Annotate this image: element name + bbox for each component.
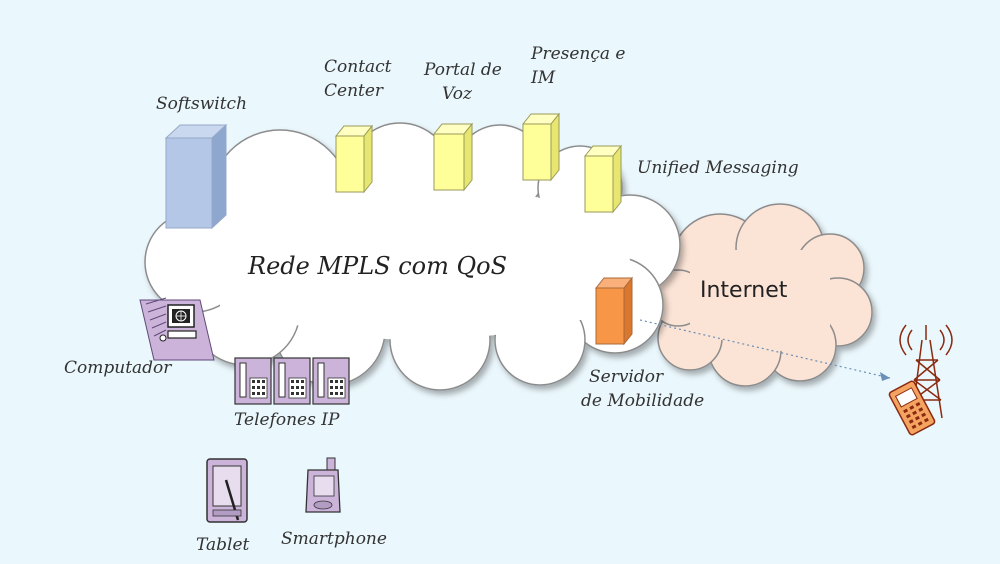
internet-label: Internet xyxy=(700,278,788,303)
contact-center-server xyxy=(334,124,374,194)
contact-center-label: Contact Center xyxy=(324,55,392,103)
contact-center-label-line-2: Center xyxy=(324,81,384,101)
presenca-im-label: Presença e IM xyxy=(531,42,625,90)
tablet-label: Tablet xyxy=(196,535,250,555)
smartphone-icon xyxy=(305,457,341,513)
servidor-label-line-2: de Mobilidade xyxy=(581,391,705,411)
mobile-link-arrow xyxy=(880,372,890,381)
contact-center-label-line-1: Contact xyxy=(324,57,392,77)
portal-de-voz-server xyxy=(432,122,474,192)
tablet-icon xyxy=(206,458,248,523)
computador-label: Computador xyxy=(64,358,172,378)
ip-phone-icon xyxy=(273,357,311,405)
ip-phone-icon xyxy=(234,357,272,405)
unified-messaging-server xyxy=(583,144,623,214)
telefones-ip-label: Telefones IP xyxy=(234,410,340,430)
ip-phone-icon xyxy=(312,357,350,405)
unified-messaging-label: Unified Messaging xyxy=(637,158,799,178)
portal-de-voz-label: Portal de Voz xyxy=(424,58,502,106)
portal-de-voz-label-line-1: Portal de xyxy=(424,60,502,80)
mpls-network-label: Rede MPLS com QoS xyxy=(248,252,508,280)
servidor-mobilidade-label: Servidor de Mobilidade xyxy=(581,365,704,413)
portal-de-voz-label-line-2: Voz xyxy=(442,84,472,104)
computer-icon xyxy=(139,297,215,361)
mpls-cloud xyxy=(144,122,681,391)
softswitch-label: Softswitch xyxy=(156,94,248,114)
smartphone-label: Smartphone xyxy=(281,529,387,549)
mobile-phone-icon xyxy=(888,380,936,436)
presenca-im-label-line-1: Presença e xyxy=(531,44,626,64)
mobility-server xyxy=(594,276,634,346)
presenca-im-label-line-2: IM xyxy=(531,68,556,88)
softswitch-server xyxy=(164,123,228,230)
cell-tower-icon xyxy=(899,324,953,419)
servidor-label-line-1: Servidor xyxy=(589,367,664,387)
presenca-im-server xyxy=(521,112,561,182)
